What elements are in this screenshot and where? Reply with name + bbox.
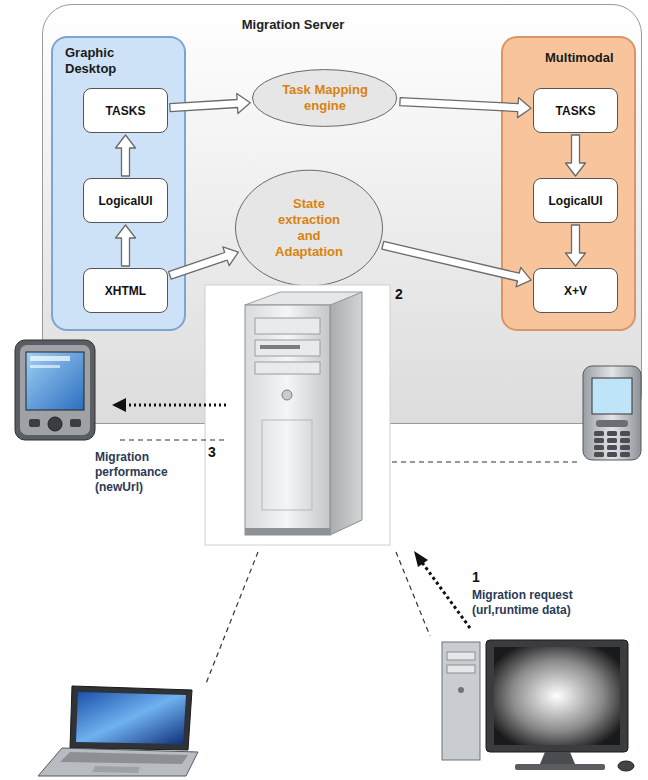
server-tower [205, 285, 390, 545]
platform-panel: MultimodalTASKS LogicalUI X+V [501, 36, 636, 331]
flow-arrow [116, 135, 136, 176]
pda-device [15, 340, 95, 440]
panel-heading: Multimodal [545, 50, 633, 66]
process-box: LogicalUI [83, 178, 168, 223]
process-ellipse: State extraction and Adaptation [234, 169, 384, 287]
flow-arrow [169, 247, 239, 279]
laptop [38, 686, 198, 776]
flow-arrow [116, 225, 136, 266]
process-box: X+V [533, 268, 618, 313]
ellipse-label: State extraction and Adaptation [268, 196, 350, 260]
process-box: LogicalUI [533, 178, 618, 223]
flow-arrow [170, 94, 251, 114]
box-label: LogicalUI [98, 194, 152, 208]
platform-panel: Graphic DesktopTASKS LogicalUI XHTML [51, 36, 186, 331]
callout-number: 3 [208, 445, 228, 460]
flow-arrow [400, 98, 531, 118]
step-label: Migration performance (newUrl) [95, 450, 183, 495]
box-label: LogicalUI [548, 194, 602, 208]
callout-number: 2 [395, 287, 415, 302]
process-box: TASKS [533, 88, 618, 133]
ellipse-label: Task Mapping engine [276, 82, 374, 114]
process-box: XHTML [83, 268, 168, 313]
flow-arrow [566, 135, 586, 176]
flow-arrow [382, 241, 531, 286]
region-title: Migration Server [193, 17, 393, 32]
process-box: TASKS [83, 88, 168, 133]
migration-lines [112, 398, 578, 686]
process-ellipse: Task Mapping engine [251, 69, 398, 127]
flow-arrow [566, 225, 586, 266]
desktop-computer [442, 640, 634, 771]
callout-number: 1 [472, 570, 492, 585]
mobile-phone [583, 366, 641, 460]
step-label: Migration request (url,runtime data) [472, 588, 622, 618]
box-label: TASKS [106, 104, 146, 118]
panel-heading: Graphic Desktop [65, 45, 143, 77]
box-label: X+V [564, 284, 587, 298]
box-label: TASKS [556, 104, 596, 118]
box-label: XHTML [105, 284, 146, 298]
